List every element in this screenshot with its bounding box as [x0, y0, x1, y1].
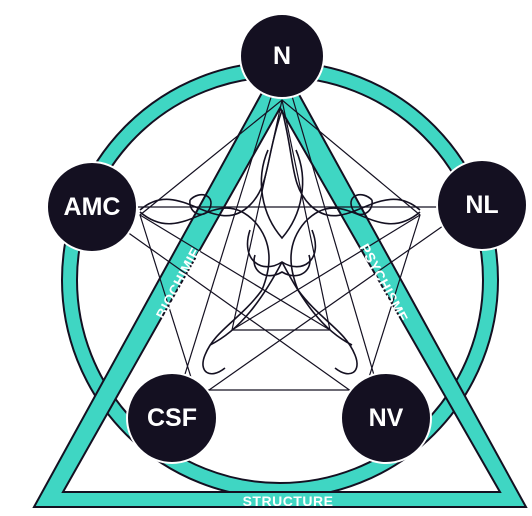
node-label-top: N	[273, 42, 291, 70]
node-upper-left: AMC	[47, 162, 137, 252]
outer-ring	[62, 62, 498, 498]
node-label-upper-right: NL	[465, 191, 498, 219]
node-lower-right: NV	[341, 373, 431, 463]
node-top: N	[240, 14, 324, 98]
node-lower-left: CSF	[127, 373, 217, 463]
node-label-upper-left: AMC	[64, 193, 121, 221]
node-upper-right: NL	[437, 160, 527, 250]
node-label-lower-right: NV	[369, 404, 404, 432]
side-label-bottom: STRUCTURE	[243, 493, 334, 509]
node-label-lower-left: CSF	[147, 404, 197, 432]
